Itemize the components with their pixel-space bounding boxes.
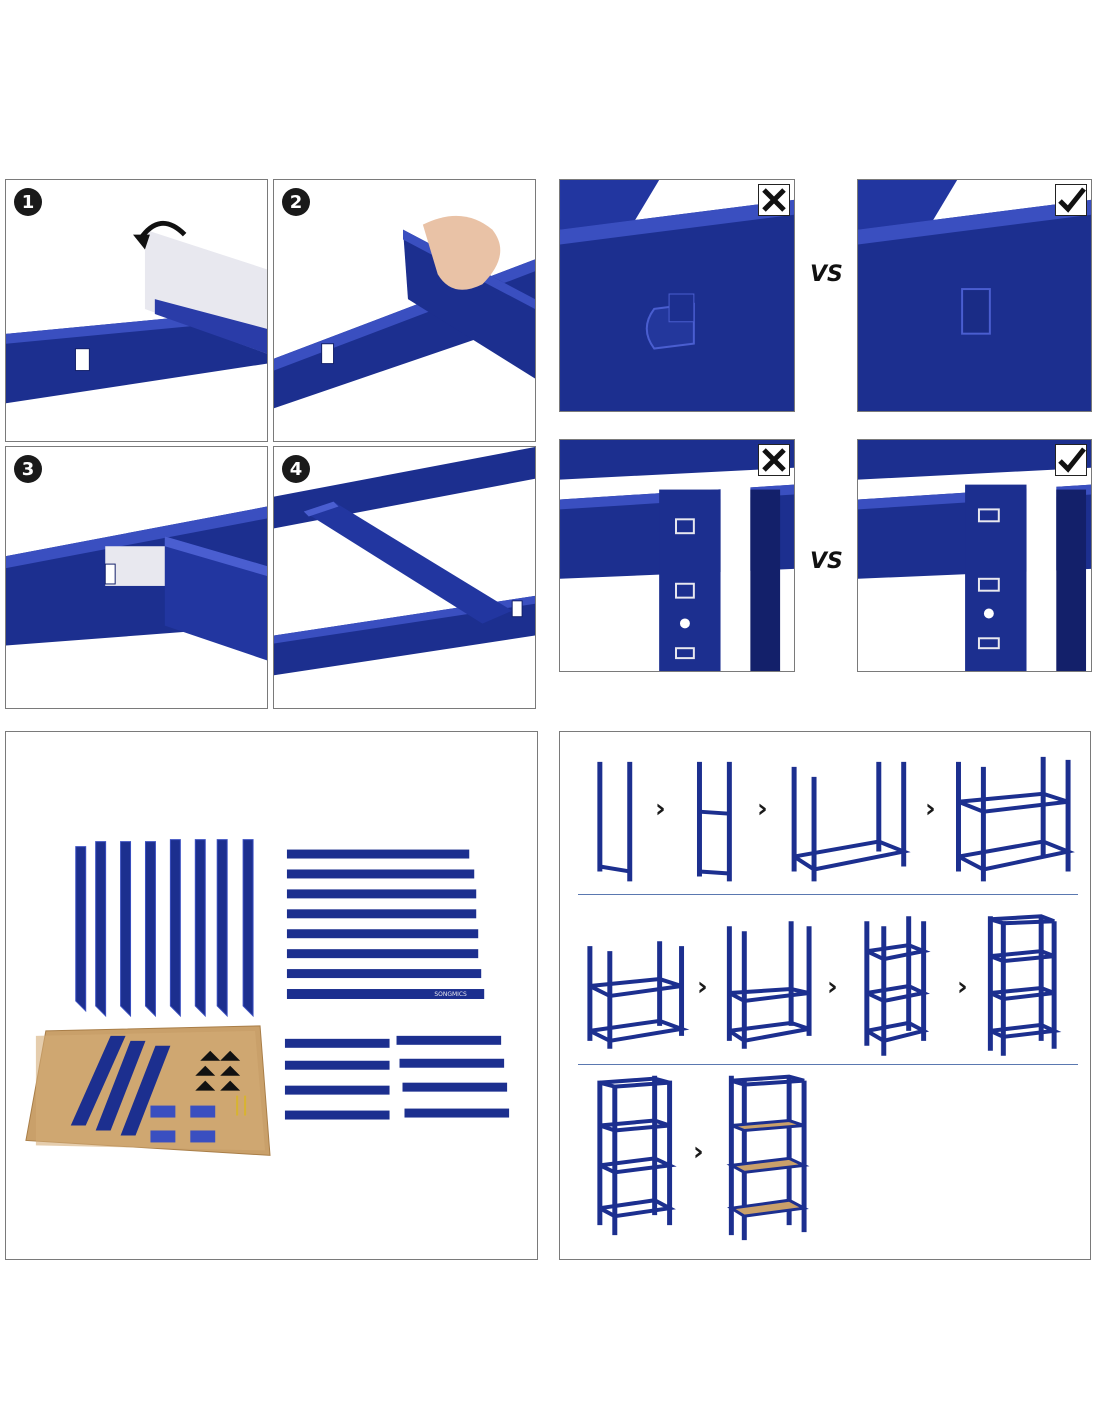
- sequence-arrow-7: ›: [693, 1137, 704, 1167]
- step-panel-3: 3: [5, 446, 268, 709]
- checkmark-icon: [1055, 444, 1087, 476]
- x-mark-icon: [758, 444, 790, 476]
- hook-right-illustration: [858, 180, 1091, 411]
- step-panel-1: 1: [5, 179, 268, 442]
- comparison-wrong-1: [559, 179, 795, 412]
- post-right-illustration: [858, 440, 1091, 671]
- vs-label-1: VS: [810, 262, 843, 287]
- sequence-divider-2: [578, 1064, 1078, 1065]
- frame-assembled-illustration: [274, 447, 535, 676]
- comparison-right-1: [857, 179, 1092, 412]
- step-badge-1: 1: [14, 188, 42, 216]
- parts-illustration: SONGMICS: [25, 839, 510, 1156]
- step-panel-2: 2: [273, 179, 536, 442]
- sequence-arrow-2: ›: [757, 794, 768, 824]
- step-panel-4: 4: [273, 446, 536, 709]
- sequence-arrow-5: ›: [827, 972, 838, 1002]
- build-sequence-row-2: [587, 914, 1062, 1056]
- hook-wrong-illustration: [560, 180, 794, 411]
- sequence-arrow-4: ›: [697, 972, 708, 1002]
- comparison-wrong-2: [559, 439, 795, 672]
- parts-panel: SONGMICS: [5, 731, 538, 1260]
- sequence-divider-1: [578, 894, 1078, 895]
- beam-locked-illustration: [6, 506, 267, 661]
- sequence-arrow-6: ›: [957, 972, 968, 1002]
- beam-lift-illustration: [274, 215, 535, 409]
- build-sequence-row-3: [597, 1074, 810, 1241]
- beam-insert-illustration: [6, 220, 267, 404]
- sequence-arrow-1: ›: [655, 794, 666, 824]
- build-sequence-illustration: [597, 756, 1075, 882]
- checkmark-icon: [1055, 184, 1087, 216]
- x-mark-icon: [758, 184, 790, 216]
- brand-label: SONGMICS: [434, 991, 467, 998]
- comparison-right-2: [857, 439, 1092, 672]
- step-badge-3: 3: [14, 455, 42, 483]
- post-wrong-illustration: [560, 440, 794, 671]
- step-badge-4: 4: [282, 455, 310, 483]
- vs-label-2: VS: [810, 549, 843, 574]
- hand-icon: [422, 215, 501, 290]
- sequence-arrow-3: ›: [925, 794, 936, 824]
- build-sequence-panel: › › ›: [559, 731, 1091, 1260]
- step-badge-2: 2: [282, 188, 310, 216]
